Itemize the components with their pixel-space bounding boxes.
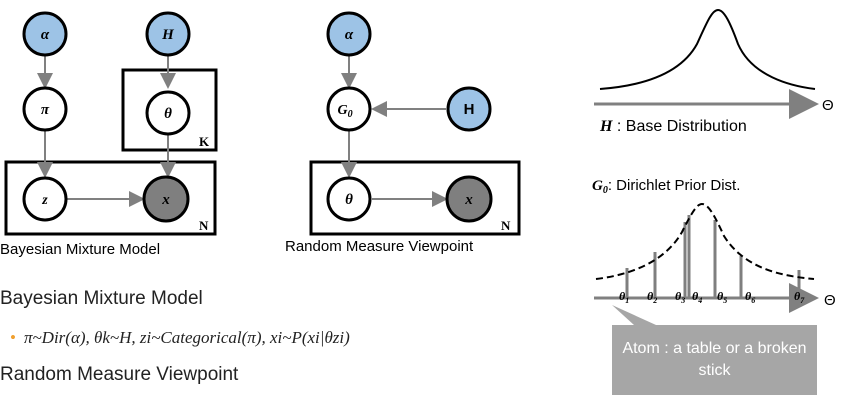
left-caption: Bayesian Mixture Model [0,241,160,258]
plate-n-label: N [199,218,209,233]
node-theta-2-label: θ [345,192,353,208]
callout-pointer [612,305,656,325]
node-theta [145,90,191,136]
node-x [142,175,190,223]
atom-callout-text: Atom : a table or a broken stick [622,340,807,379]
plate-n [4,160,217,236]
node-z-label: z [41,193,48,208]
plate-n-middle [309,160,521,236]
node-z [22,176,68,222]
plate-n-middle-label: N [501,218,511,233]
node-x-2-label: x [464,192,473,208]
atom-label-1: θ1 [619,289,629,305]
plate-k [121,68,218,152]
bayesian-mixture-model-graph: α H π θ z x K N Bayesian Mixture Model [0,11,218,258]
atom-sticks [625,215,801,298]
atom-label-2: θ2 [647,289,657,305]
node-x-2 [445,175,493,223]
node-theta-2 [326,176,372,222]
atom-callout: Atom : a table or a broken stick [612,325,817,395]
node-x-label: x [161,192,170,208]
atom-label-3: θ3 [675,289,685,305]
node-pi [22,86,68,132]
plate-k-label: K [199,134,210,149]
atom-label-1-text: θ [619,289,626,303]
node-g0 [326,86,372,132]
middle-caption: Random Measure Viewpoint [285,238,474,255]
formula-text: π~Dir(α), θk~H, zi~Categorical(π), xi~P(… [23,328,350,347]
node-h-2 [446,86,492,132]
atom-labels: θ1 θ2 θ3 θ4 θ5 θ6 θ7 [619,289,805,305]
base-density-curve [599,8,816,90]
node-theta-label: θ [164,106,172,122]
node-h-2-label: H [464,101,475,118]
node-g0-label: G0 [337,103,352,120]
node-pi-label: π [41,102,50,118]
dirichlet-prior-plot: G0: Dirichlet Prior Dist. Θ θ1 θ2 θ3 θ4 … [592,177,836,325]
base-distribution-plot: Θ H : Base Distribution [594,8,834,135]
base-distribution-label: H : Base Distribution [599,118,747,135]
node-h-label: H [161,27,175,43]
random-measure-graph: α G0 H θ x N Random Measure Viewpoint [285,11,521,255]
heading-random-measure: Random Measure Viewpoint [0,364,239,385]
dirichlet-dashed-curve [595,202,815,280]
atom-label-4: θ4 [692,289,702,305]
node-alpha-2 [326,11,372,57]
node-alpha-2-label: α [345,27,354,43]
atom-label-5: θ5 [717,289,727,305]
bullet-dot: • [10,328,16,347]
theta-axis-top-label: Θ [822,97,834,114]
theta-axis-bottom-label: Θ [824,292,836,309]
node-alpha [22,11,68,57]
atom-label-7: θ7 [794,289,805,305]
node-alpha-label: α [41,27,50,43]
g0-label: G0: Dirichlet Prior Dist. [592,177,740,196]
atom-label-6: θ6 [745,289,755,305]
heading-bayesian-mixture: Bayesian Mixture Model [0,288,203,309]
node-h [145,11,191,57]
formula-line: • π~Dir(α), θk~H, zi~Categorical(π), xi~P… [10,328,350,348]
